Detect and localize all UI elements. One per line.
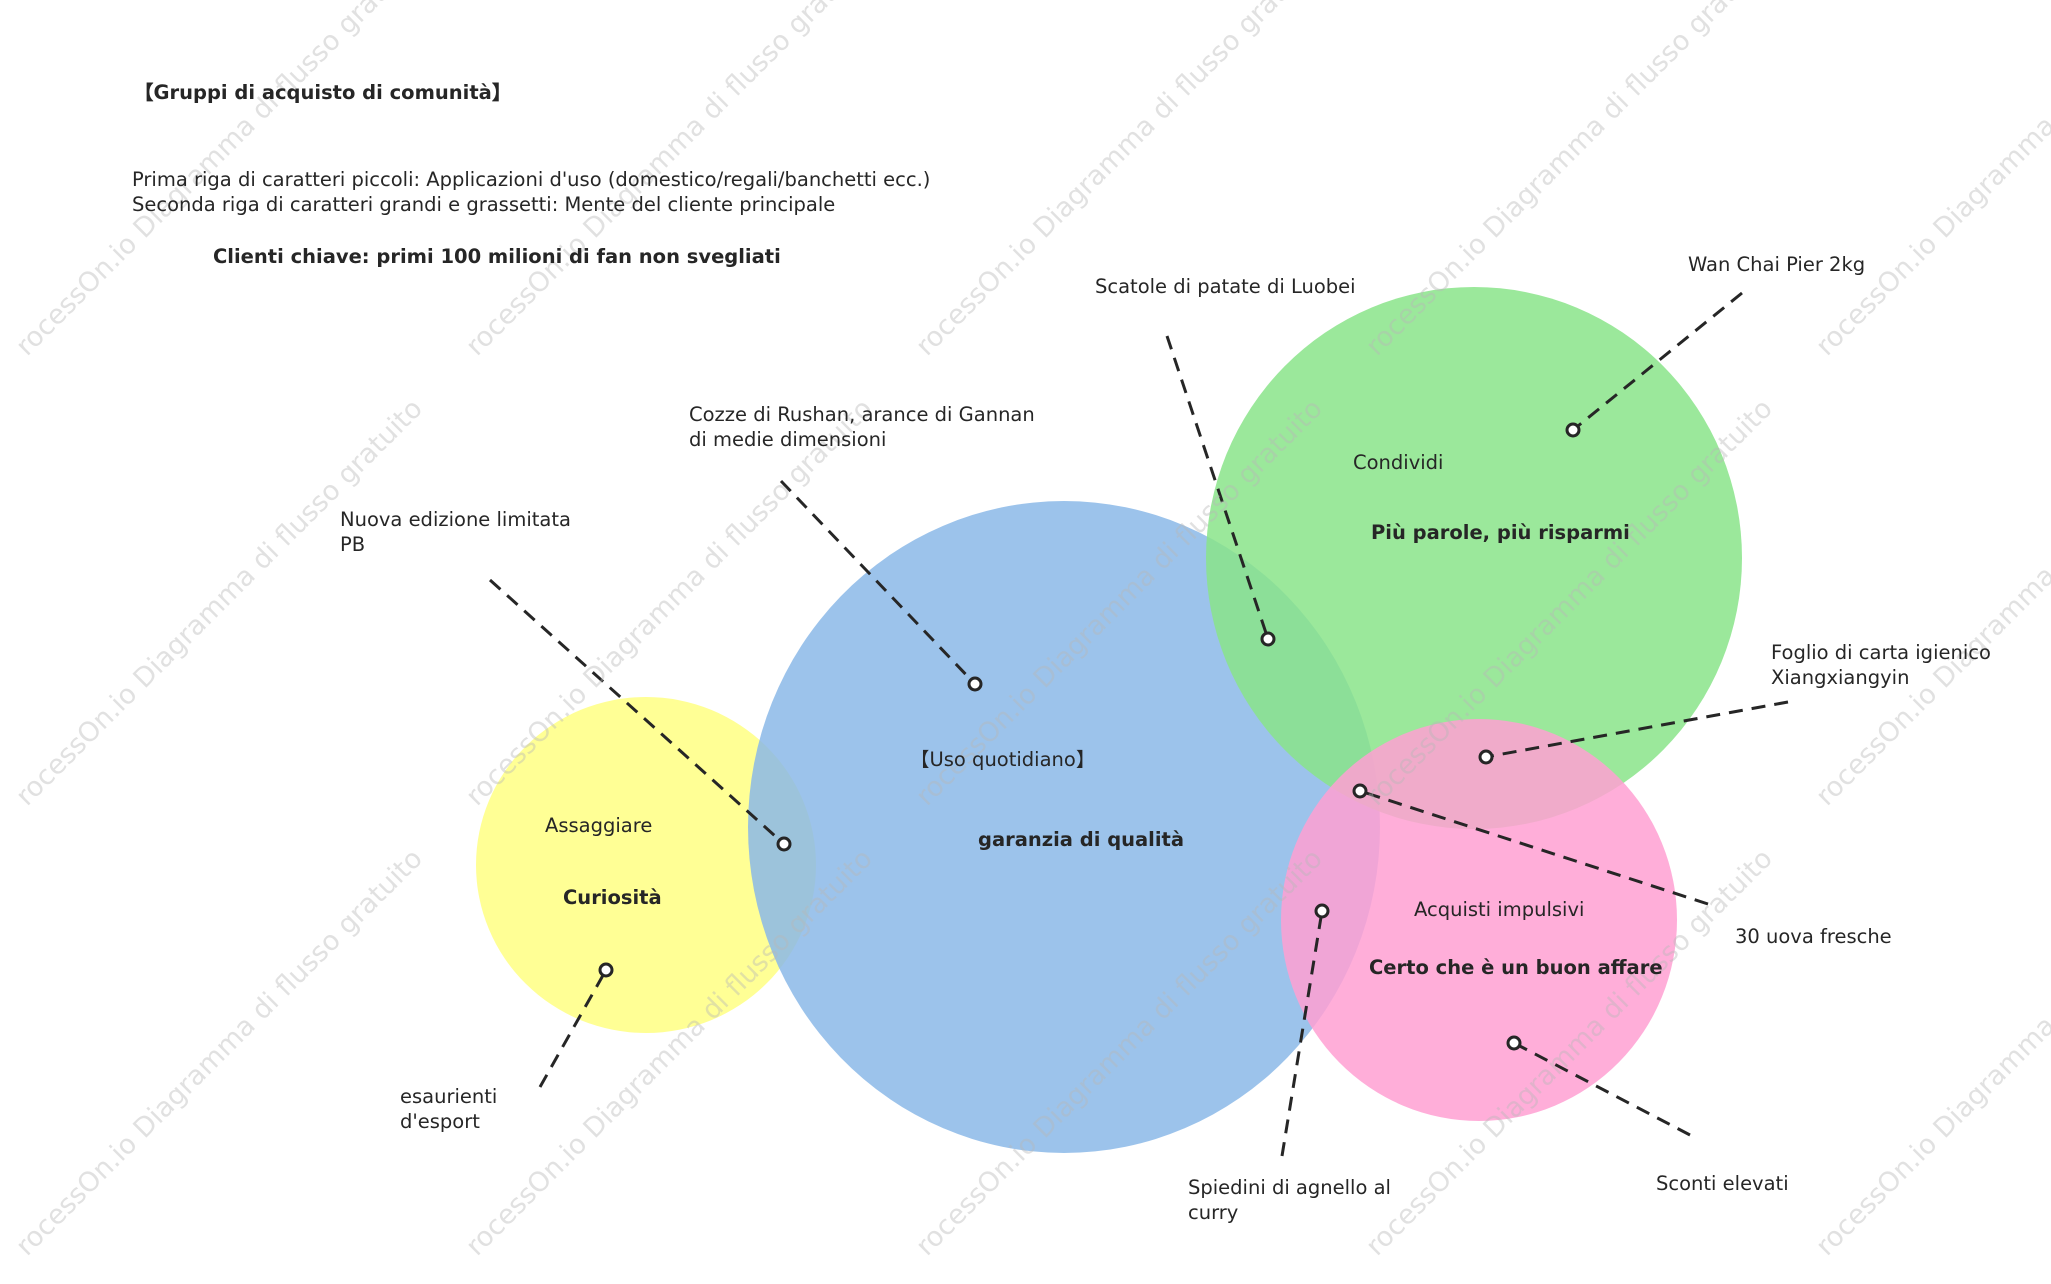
marker-esaurienti[interactable] [598,962,614,978]
blue-usage-label: 【Uso quotidiano】 [910,748,1096,771]
circle-pink[interactable] [1281,719,1677,1121]
callout-rushan: Cozze di Rushan, arance di Gannan di med… [689,402,1035,452]
callout-pb-line2: PB [340,533,366,556]
callout-wanchai: Wan Chai Pier 2kg [1688,252,1865,277]
marker-pb[interactable] [776,836,792,852]
connector-wanchai [1572,291,1743,432]
callout-carta-line2: Xiangxiangyin [1771,666,1910,689]
legend-line-1: Prima riga di caratteri piccoli: Applica… [132,168,931,191]
connector-uova [1359,789,1709,906]
pink-usage-label: Acquisti impulsivi [1414,898,1585,921]
callout-luobei-line1: Scatole di patate di Luobei [1095,275,1356,298]
key-clients-label: Clienti chiave: primi 100 milioni di fan… [213,245,781,268]
diagram-title: 【Gruppi di acquisto di comunità】 [134,81,512,104]
callout-carta: Foglio di carta igienico Xiangxiangyin [1771,640,1991,690]
marker-wanchai[interactable] [1565,422,1581,438]
marker-carta[interactable] [1478,749,1494,765]
callout-rushan-line2: di medie dimensioni [689,428,887,451]
callout-carta-line1: Foglio di carta igienico [1771,641,1991,664]
marker-sconti[interactable] [1506,1035,1522,1051]
callout-sconti-line1: Sconti elevati [1656,1172,1789,1195]
callout-esaurienti-line1: esaurienti [400,1085,498,1108]
connector-carta [1485,700,1789,759]
marker-luobei[interactable] [1260,631,1276,647]
callout-rushan-line1: Cozze di Rushan, arance di Gannan [689,403,1035,426]
callout-luobei: Scatole di patate di Luobei [1095,274,1356,299]
callout-esaurienti: esaurienti d'esport [400,1084,497,1134]
callout-pb-line1: Nuova edizione limitata [340,508,571,531]
yellow-usage-label: Assaggiare [545,814,653,837]
yellow-mindset-label: Curiosità [563,886,662,909]
blue-mindset-label: garanzia di qualità [978,828,1185,851]
circle-blue[interactable] [748,501,1380,1153]
green-usage-label: Condividi [1353,451,1444,474]
callout-uova: 30 uova fresche [1735,924,1892,949]
marker-rushan[interactable] [967,676,983,692]
green-mindset-label: Più parole, più risparmi [1371,521,1630,544]
callout-spiedini: Spiedini di agnello al curry [1188,1175,1391,1225]
callout-wanchai-line1: Wan Chai Pier 2kg [1688,253,1866,276]
connector-sconti [1513,1041,1691,1137]
connector-rushan [779,479,977,686]
callout-sconti: Sconti elevati [1656,1171,1789,1196]
circle-yellow[interactable] [476,697,816,1033]
connector-luobei [1165,335,1270,640]
callout-spiedini-line2: curry [1188,1201,1239,1224]
marker-uova[interactable] [1352,783,1368,799]
callout-uova-line1: 30 uova fresche [1735,925,1892,948]
callout-esaurienti-line2: d'esport [400,1110,480,1133]
callout-spiedini-line1: Spiedini di agnello al [1188,1176,1391,1199]
legend-line-2: Seconda riga di caratteri grandi e grass… [132,193,836,216]
pink-mindset-label: Certo che è un buon affare [1369,956,1663,979]
circle-green[interactable] [1206,287,1742,829]
connector-spiedini [1280,910,1324,1157]
connector-pb [488,578,786,846]
callout-pb: Nuova edizione limitata PB [340,507,571,557]
marker-spiedini[interactable] [1314,903,1330,919]
